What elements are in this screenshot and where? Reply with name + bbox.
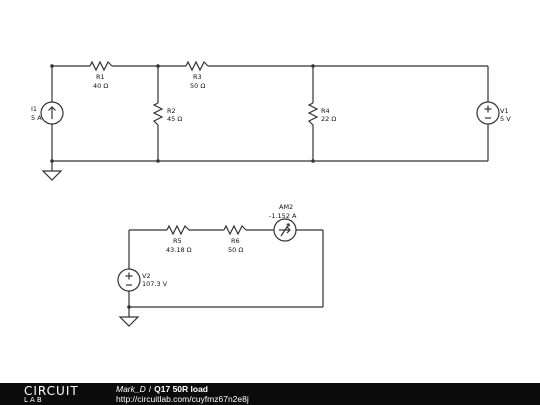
r5-name-label: R5 bbox=[173, 237, 182, 245]
i1-value-label: 5 A bbox=[31, 114, 42, 122]
circuit-url-link[interactable]: http://circuitlab.com/cuyfmz67n2e8j bbox=[116, 394, 249, 404]
resistor-r2[interactable] bbox=[152, 102, 164, 126]
r4-value-label: 22 Ω bbox=[321, 115, 336, 123]
r3-name-label: R3 bbox=[193, 73, 202, 81]
ammeter-am2[interactable] bbox=[273, 218, 297, 242]
r4-name-label: R4 bbox=[321, 107, 330, 115]
v2-value-label: 107.3 V bbox=[142, 280, 168, 288]
junction-node bbox=[127, 305, 131, 309]
r2-value-label: 45 Ω bbox=[167, 115, 182, 123]
resistor-r6[interactable] bbox=[223, 224, 247, 236]
am2-value-label: -1.152 A bbox=[269, 212, 297, 220]
junction-node bbox=[50, 159, 54, 163]
circuitlab-logo-sub: LAB bbox=[24, 396, 44, 404]
v1-name-label: V1 bbox=[500, 107, 509, 115]
resistor-r4[interactable] bbox=[307, 102, 319, 126]
bottom-circuit-wires bbox=[128, 229, 324, 317]
junction-node bbox=[156, 64, 160, 68]
author-link[interactable]: Mark_D bbox=[116, 384, 146, 394]
i1-name-label: I1 bbox=[31, 105, 37, 113]
r6-name-label: R6 bbox=[231, 237, 240, 245]
voltage-source-v1[interactable] bbox=[476, 101, 500, 125]
junction-node bbox=[156, 159, 160, 163]
voltage-source-v2[interactable] bbox=[117, 268, 141, 292]
circuitlab-logo[interactable]: CIRCUIT bbox=[24, 384, 79, 398]
resistor-r3[interactable] bbox=[185, 60, 209, 72]
breadcrumb-separator: / bbox=[148, 384, 152, 394]
junction-node bbox=[311, 159, 315, 163]
footer-bar: CIRCUIT LAB Mark_D/Q17 50R load http://c… bbox=[0, 383, 540, 405]
breadcrumb: Mark_D/Q17 50R load bbox=[116, 384, 208, 394]
top-circuit-wires bbox=[51, 65, 489, 171]
v2-name-label: V2 bbox=[142, 272, 151, 280]
junction-node bbox=[311, 64, 315, 68]
circuit-title[interactable]: Q17 50R load bbox=[154, 384, 208, 394]
r1-name-label: R1 bbox=[96, 73, 105, 81]
v1-value-label: 5 V bbox=[500, 115, 511, 123]
r1-value-label: 40 Ω bbox=[93, 82, 108, 90]
ground-symbol bbox=[118, 316, 140, 327]
am2-name-label: AM2 bbox=[279, 203, 293, 211]
resistor-r5[interactable] bbox=[166, 224, 190, 236]
ground-symbol bbox=[41, 170, 63, 181]
r2-name-label: R2 bbox=[167, 107, 176, 115]
resistor-r1[interactable] bbox=[89, 60, 113, 72]
current-source-i1[interactable] bbox=[40, 101, 64, 125]
r5-value-label: 43.18 Ω bbox=[166, 246, 192, 254]
r3-value-label: 50 Ω bbox=[190, 82, 205, 90]
r6-value-label: 50 Ω bbox=[228, 246, 243, 254]
junction-node bbox=[50, 64, 54, 68]
